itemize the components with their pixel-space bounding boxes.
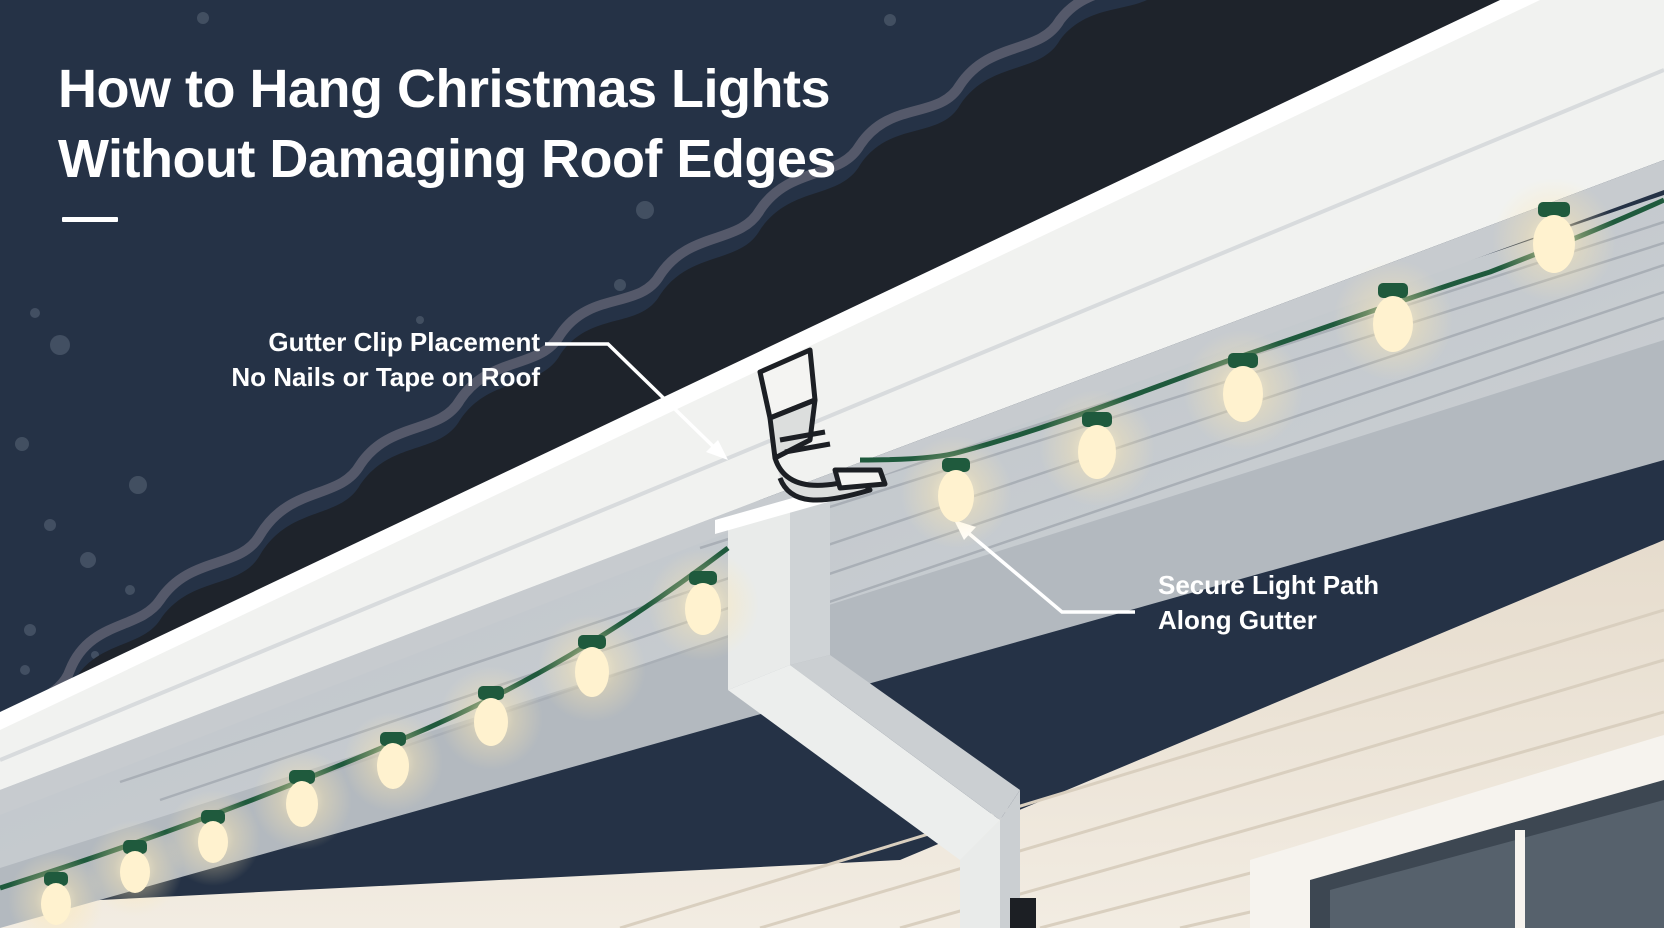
callout-gutter-clip: Gutter Clip Placement No Nails or Tape o… [231, 325, 540, 395]
callout-path-line-2: Along Gutter [1158, 605, 1317, 635]
light-bulb-icon [538, 614, 646, 722]
light-bulb-icon [1492, 178, 1616, 302]
downspout-icon [715, 486, 1036, 928]
light-bulb-icon [8, 852, 104, 928]
light-bulb-icon [1039, 390, 1155, 506]
gutter-groove [0, 68, 1664, 762]
light-bulb-icon [252, 750, 352, 850]
light-bulb-icon [900, 436, 1012, 548]
light-bulb-icon [87, 820, 183, 916]
title-underline [62, 217, 118, 222]
title-line-1: How to Hang Christmas Lights [58, 59, 831, 119]
callout-clip-line-2: No Nails or Tape on Roof [231, 362, 540, 392]
title-line-2: Without Damaging Roof Edges [58, 129, 836, 189]
light-bulb-icon [343, 712, 443, 812]
light-bulbs [8, 178, 1616, 928]
gutter-channel [0, 0, 1664, 790]
light-bulb-icon [165, 790, 261, 886]
callout-path-line-1: Secure Light Path [1158, 570, 1380, 600]
gutter-clip-icon [757, 347, 888, 503]
light-bulb-icon [1333, 260, 1453, 380]
page-title: How to Hang Christmas Lights Without Dam… [58, 54, 836, 194]
callout-light-path: Secure Light Path Along Gutter [1158, 568, 1379, 638]
light-bulb-icon [647, 549, 759, 661]
callout-clip-line-1: Gutter Clip Placement [268, 327, 540, 357]
window-frame [1250, 735, 1664, 928]
roof-shingle-edge [0, 0, 1096, 743]
light-bulb-icon [1183, 330, 1303, 450]
light-bulb-icon [439, 666, 543, 770]
